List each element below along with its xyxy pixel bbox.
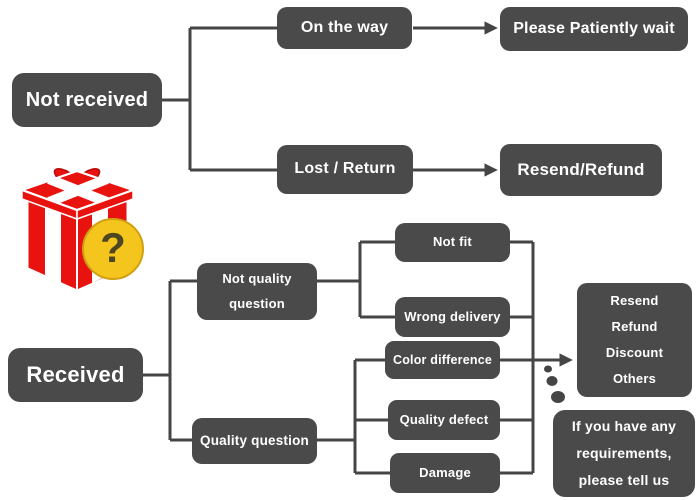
node-label: Received [26, 361, 125, 387]
node-not-received: Not received [12, 73, 162, 127]
node-please-patiently-wait: Please Patiently wait [500, 7, 688, 51]
question-mark-icon: ? [100, 224, 126, 271]
node-lost-return: Lost / Return [277, 145, 413, 194]
node-label: Damage [419, 464, 471, 480]
node-quality-defect: Quality defect [388, 400, 500, 440]
node-label-line: question [229, 295, 285, 311]
node-label-line: please tell us [578, 472, 670, 489]
node-not-quality-question: Not quality question [197, 263, 317, 320]
node-label: Resend/Refund [517, 159, 645, 179]
node-label: Quality question [200, 433, 309, 449]
node-label: Quality defect [399, 411, 489, 427]
node-not-fit: Not fit [395, 223, 510, 262]
node-label-line: Discount [605, 345, 664, 360]
node-on-the-way: On the way [277, 7, 412, 49]
node-label-line: Others [612, 371, 657, 386]
node-label: Color difference [392, 352, 493, 367]
node-color-difference: Color difference [385, 341, 500, 379]
question-badge: ? [82, 218, 144, 280]
node-outcomes: Resend Refund Discount Others [577, 283, 692, 397]
thought-dots-icon [544, 365, 565, 403]
node-label-line: requirements, [576, 444, 672, 461]
node-received: Received [8, 348, 143, 402]
node-label: On the way [300, 18, 389, 36]
node-label-line: If you have any [571, 417, 677, 434]
node-label: Wrong delivery [404, 308, 501, 324]
node-label: Lost / Return [294, 160, 396, 178]
node-label-line: Refund [611, 319, 658, 334]
node-damage: Damage [390, 453, 500, 493]
node-label-line: Resend [610, 293, 659, 308]
node-label: Please Patiently wait [513, 19, 675, 37]
node-label: Not received [25, 89, 149, 111]
node-label: Not fit [433, 234, 472, 250]
node-wrong-delivery: Wrong delivery [395, 297, 510, 337]
node-resend-refund: Resend/Refund [500, 144, 662, 196]
node-label-line: Not quality [222, 271, 292, 287]
node-tell-us-note: If you have any requirements, please tel… [553, 410, 695, 497]
node-quality-question: Quality question [192, 418, 317, 464]
